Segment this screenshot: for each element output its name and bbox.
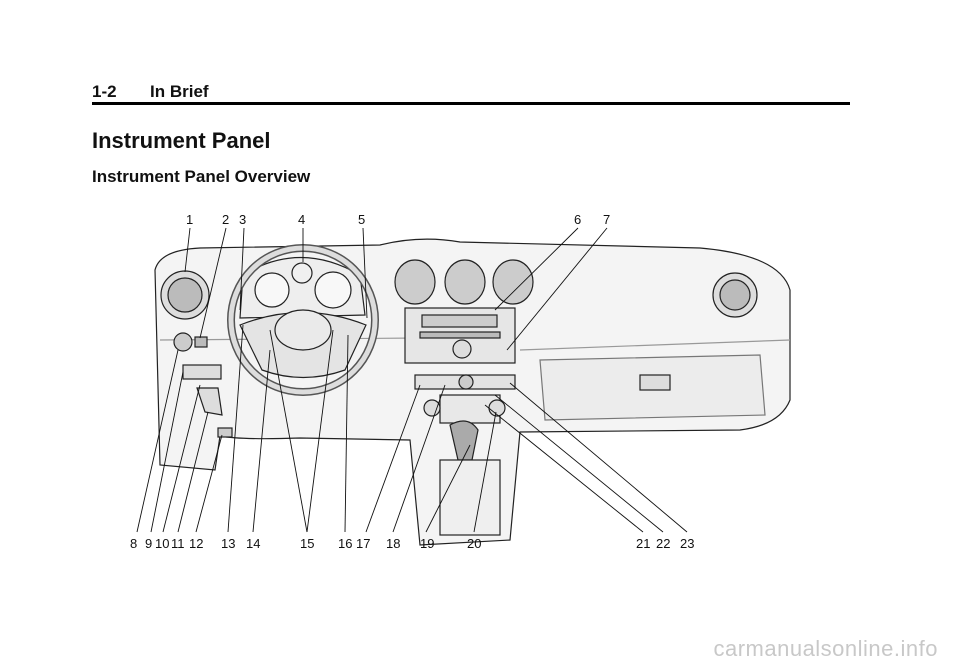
- page-subtitle: Instrument Panel Overview: [92, 167, 311, 186]
- header-rule: [92, 102, 850, 105]
- callout-17: 17: [356, 536, 370, 551]
- running-header: 1-2 In Brief: [92, 82, 850, 104]
- page-number: 1-2: [92, 82, 117, 101]
- callout-3: 3: [239, 212, 246, 227]
- callout-23: 23: [680, 536, 694, 551]
- callout-12: 12: [189, 536, 203, 551]
- callout-13: 13: [221, 536, 235, 551]
- callout-19: 19: [420, 536, 434, 551]
- callout-6: 6: [574, 212, 581, 227]
- watermark: carmanualsonline.info: [713, 636, 938, 661]
- callout-21: 21: [636, 536, 650, 551]
- shift-lever: [449, 420, 479, 461]
- glovebox-latch: [639, 374, 671, 391]
- instrument-panel-illustration: 1 2 3 4 5 6 7 8 9 10 11 12 13 14 15 16 1…: [0, 200, 960, 570]
- section-name: In Brief: [150, 82, 209, 101]
- callout-7: 7: [603, 212, 610, 227]
- page-title: Instrument Panel: [92, 128, 271, 153]
- callout-8: 8: [130, 536, 137, 551]
- callout-16: 16: [338, 536, 352, 551]
- callout-14: 14: [246, 536, 260, 551]
- callout-9: 9: [145, 536, 152, 551]
- tachometer-gauge: [254, 272, 290, 308]
- small-gauge: [291, 262, 313, 284]
- callout-22: 22: [656, 536, 670, 551]
- callout-11: 11: [171, 536, 185, 551]
- callout-15: 15: [300, 536, 314, 551]
- headlamp-switch: [173, 332, 193, 352]
- callout-4: 4: [298, 212, 305, 227]
- callout-2: 2: [222, 212, 229, 227]
- speedometer-gauge: [314, 271, 352, 309]
- callout-20: 20: [467, 536, 481, 551]
- center-vent-left: [394, 259, 436, 305]
- callout-10: 10: [155, 536, 169, 551]
- center-vent-right: [492, 259, 534, 305]
- callout-5: 5: [358, 212, 365, 227]
- center-vent-middle: [444, 259, 486, 305]
- callout-18: 18: [386, 536, 400, 551]
- switch-panel: [182, 364, 222, 380]
- callout-1: 1: [186, 212, 193, 227]
